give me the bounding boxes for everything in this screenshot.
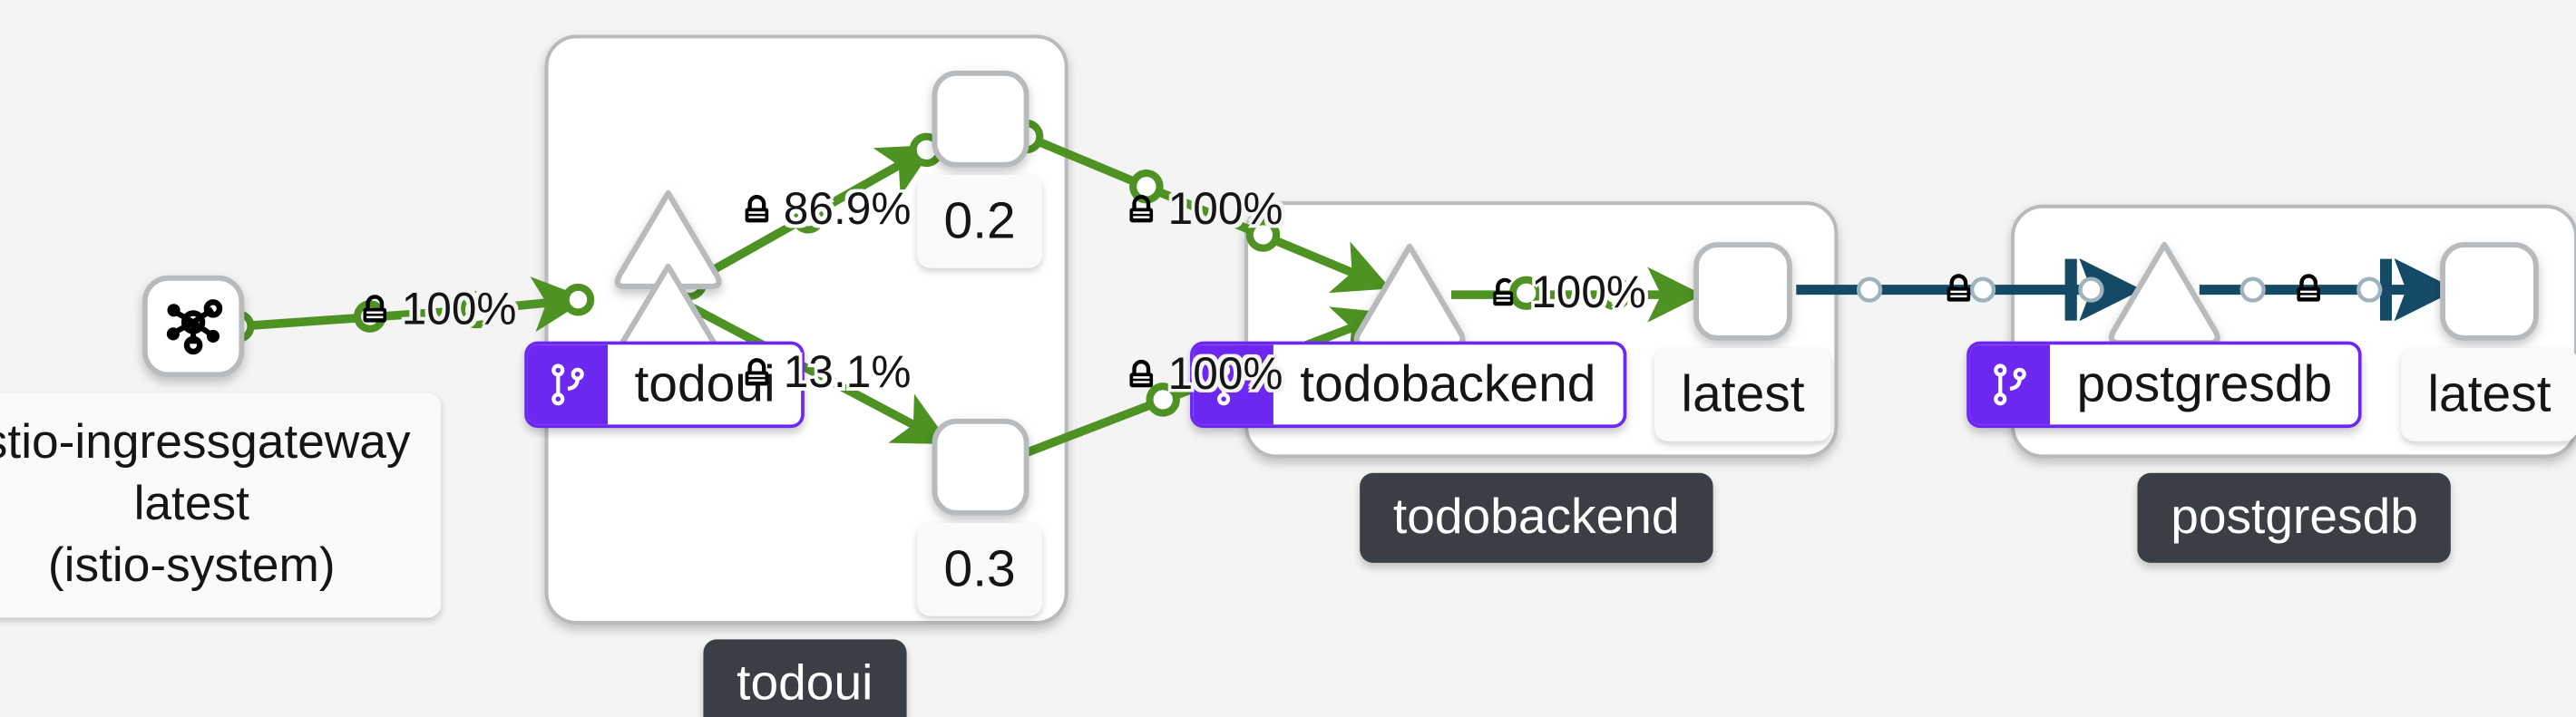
namespace-badge-todobackend[interactable]: todobackend <box>1360 472 1713 563</box>
node-label-todoui-v03: 0.3 <box>917 522 1043 616</box>
edge-todobackend-to-latest[interactable] <box>1451 266 1703 323</box>
lock-closed-icon <box>1123 356 1159 392</box>
node-todoui-v03[interactable] <box>932 418 1029 516</box>
edge-label-text: 13.1% <box>783 347 912 398</box>
node-label-todoui-v02: 0.2 <box>917 174 1043 268</box>
edge-label-todoui-to-v03[interactable]: 13.1% <box>738 347 911 399</box>
lock-closed-icon <box>1940 271 1976 307</box>
lock-closed-icon <box>738 354 775 391</box>
hub-icon <box>159 287 229 365</box>
edge-label-todobackend-to-latest[interactable]: 100% <box>1487 267 1646 319</box>
edge-label-text: 100% <box>1531 266 1647 317</box>
edge-todoui-to-v03[interactable] <box>688 302 951 445</box>
edge-label-latest-to-postgresdb[interactable] <box>1940 271 1986 307</box>
lock-closed-icon <box>1123 191 1159 228</box>
node-label-postgresdb-latest: latest <box>2401 347 2576 441</box>
node-label-istio-ingressgateway: istio-ingressgateway latest (istio-syste… <box>0 392 441 619</box>
lock-closed-icon <box>356 291 393 327</box>
git-branch-icon <box>527 344 609 425</box>
service-badge-label-postgresdb: postgresdb <box>2076 354 2333 413</box>
node-todobackend-latest[interactable] <box>1693 242 1792 341</box>
edge-label-todoui-to-v02[interactable]: 86.9% <box>738 184 911 236</box>
edge-label-text: 100% <box>1167 183 1283 235</box>
edge-label-text: 100% <box>401 284 517 334</box>
git-branch-icon <box>1193 344 1273 425</box>
node-postgresdb-latest[interactable] <box>2440 242 2539 341</box>
node-label-todobackend-latest: latest <box>1654 347 1831 441</box>
service-badge-label-todobackend: todobackend <box>1300 354 1596 413</box>
node-label-line-2: latest <box>133 478 249 532</box>
lock-closed-icon <box>738 191 775 228</box>
edge-label-text: 100% <box>1167 348 1283 399</box>
lock-open-icon <box>1487 275 1523 311</box>
lock-closed-icon <box>2290 271 2327 307</box>
node-label-line-3: (istio-system) <box>47 539 336 594</box>
edge-label-v02-to-todobackend[interactable]: 100% <box>1123 184 1283 236</box>
node-label-line-1: istio-ingressgateway <box>0 416 411 470</box>
service-badge-postgresdb[interactable]: postgresdb <box>1966 341 2363 429</box>
namespace-badge-postgresdb[interactable]: postgresdb <box>2137 472 2452 563</box>
edge-label-ingress-to-todoui[interactable]: 100% <box>356 284 517 335</box>
node-todoui-v02[interactable] <box>932 70 1029 168</box>
edge-label-text: 86.9% <box>783 183 912 235</box>
edge-label-postgresdb-to-latest[interactable] <box>2290 271 2336 307</box>
edge-label-v03-to-todobackend[interactable]: 100% <box>1123 349 1283 401</box>
service-badge-todobackend[interactable]: todobackend <box>1190 341 1626 429</box>
git-branch-icon <box>1969 344 2051 425</box>
edge-postgresdb-to-latest[interactable] <box>2199 257 2457 322</box>
namespace-badge-todoui[interactable]: todoui <box>703 639 907 717</box>
